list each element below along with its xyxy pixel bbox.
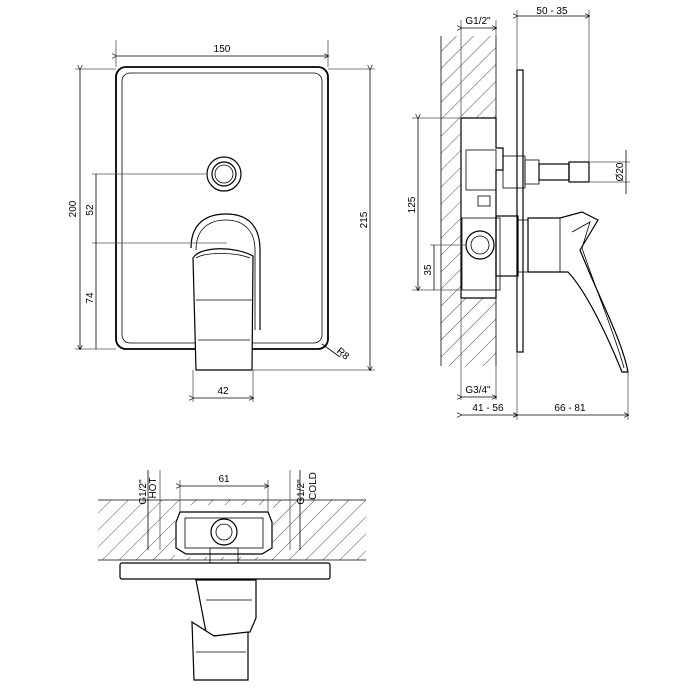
inlet-thread-dimension: G1/2" — [465, 16, 491, 27]
cold-thread-label: G1/2" — [296, 479, 307, 505]
front-view: 150 200 52 74 215 42 R8 — [68, 40, 375, 402]
projection-dimension: 50 - 35 — [536, 6, 568, 17]
outlet-offset-dimension: 35 — [423, 264, 434, 276]
spacing-dimension: 61 — [218, 474, 230, 485]
plate-side — [516, 69, 524, 353]
top-lever — [195, 579, 257, 637]
radius-label: R8 — [334, 346, 351, 363]
hot-thread-label: G1/2" — [138, 479, 149, 505]
plate-top — [119, 562, 331, 580]
body-height-dimension: 125 — [407, 196, 418, 213]
upper-offset-dimension: 52 — [85, 204, 96, 216]
height-dimension: 200 — [68, 200, 79, 217]
handle-projection-dimension: 66 - 81 — [554, 403, 586, 414]
side-view: G1/2" 50 - 35 Ø20 125 35 G3/4" 41 - 56 6… — [407, 6, 630, 420]
top-view: 61 G1/2" HOT G1/2" COLD — [98, 470, 366, 681]
overall-height-dimension: 215 — [359, 211, 370, 228]
body-connection-top — [210, 518, 238, 546]
spindle-diameter-dimension: Ø20 — [615, 162, 626, 181]
width-dimension: 150 — [214, 44, 231, 55]
cold-label: COLD — [308, 472, 319, 500]
handle-width-dimension: 42 — [217, 386, 229, 397]
hot-label: HOT — [148, 477, 159, 498]
lever-handle — [192, 248, 254, 371]
lever-base — [190, 213, 261, 330]
depth-dimension: 41 - 56 — [472, 403, 504, 414]
outlet-thread-dimension: G3/4" — [465, 385, 491, 396]
lower-offset-dimension: 74 — [85, 292, 96, 304]
side-lever — [527, 211, 629, 373]
